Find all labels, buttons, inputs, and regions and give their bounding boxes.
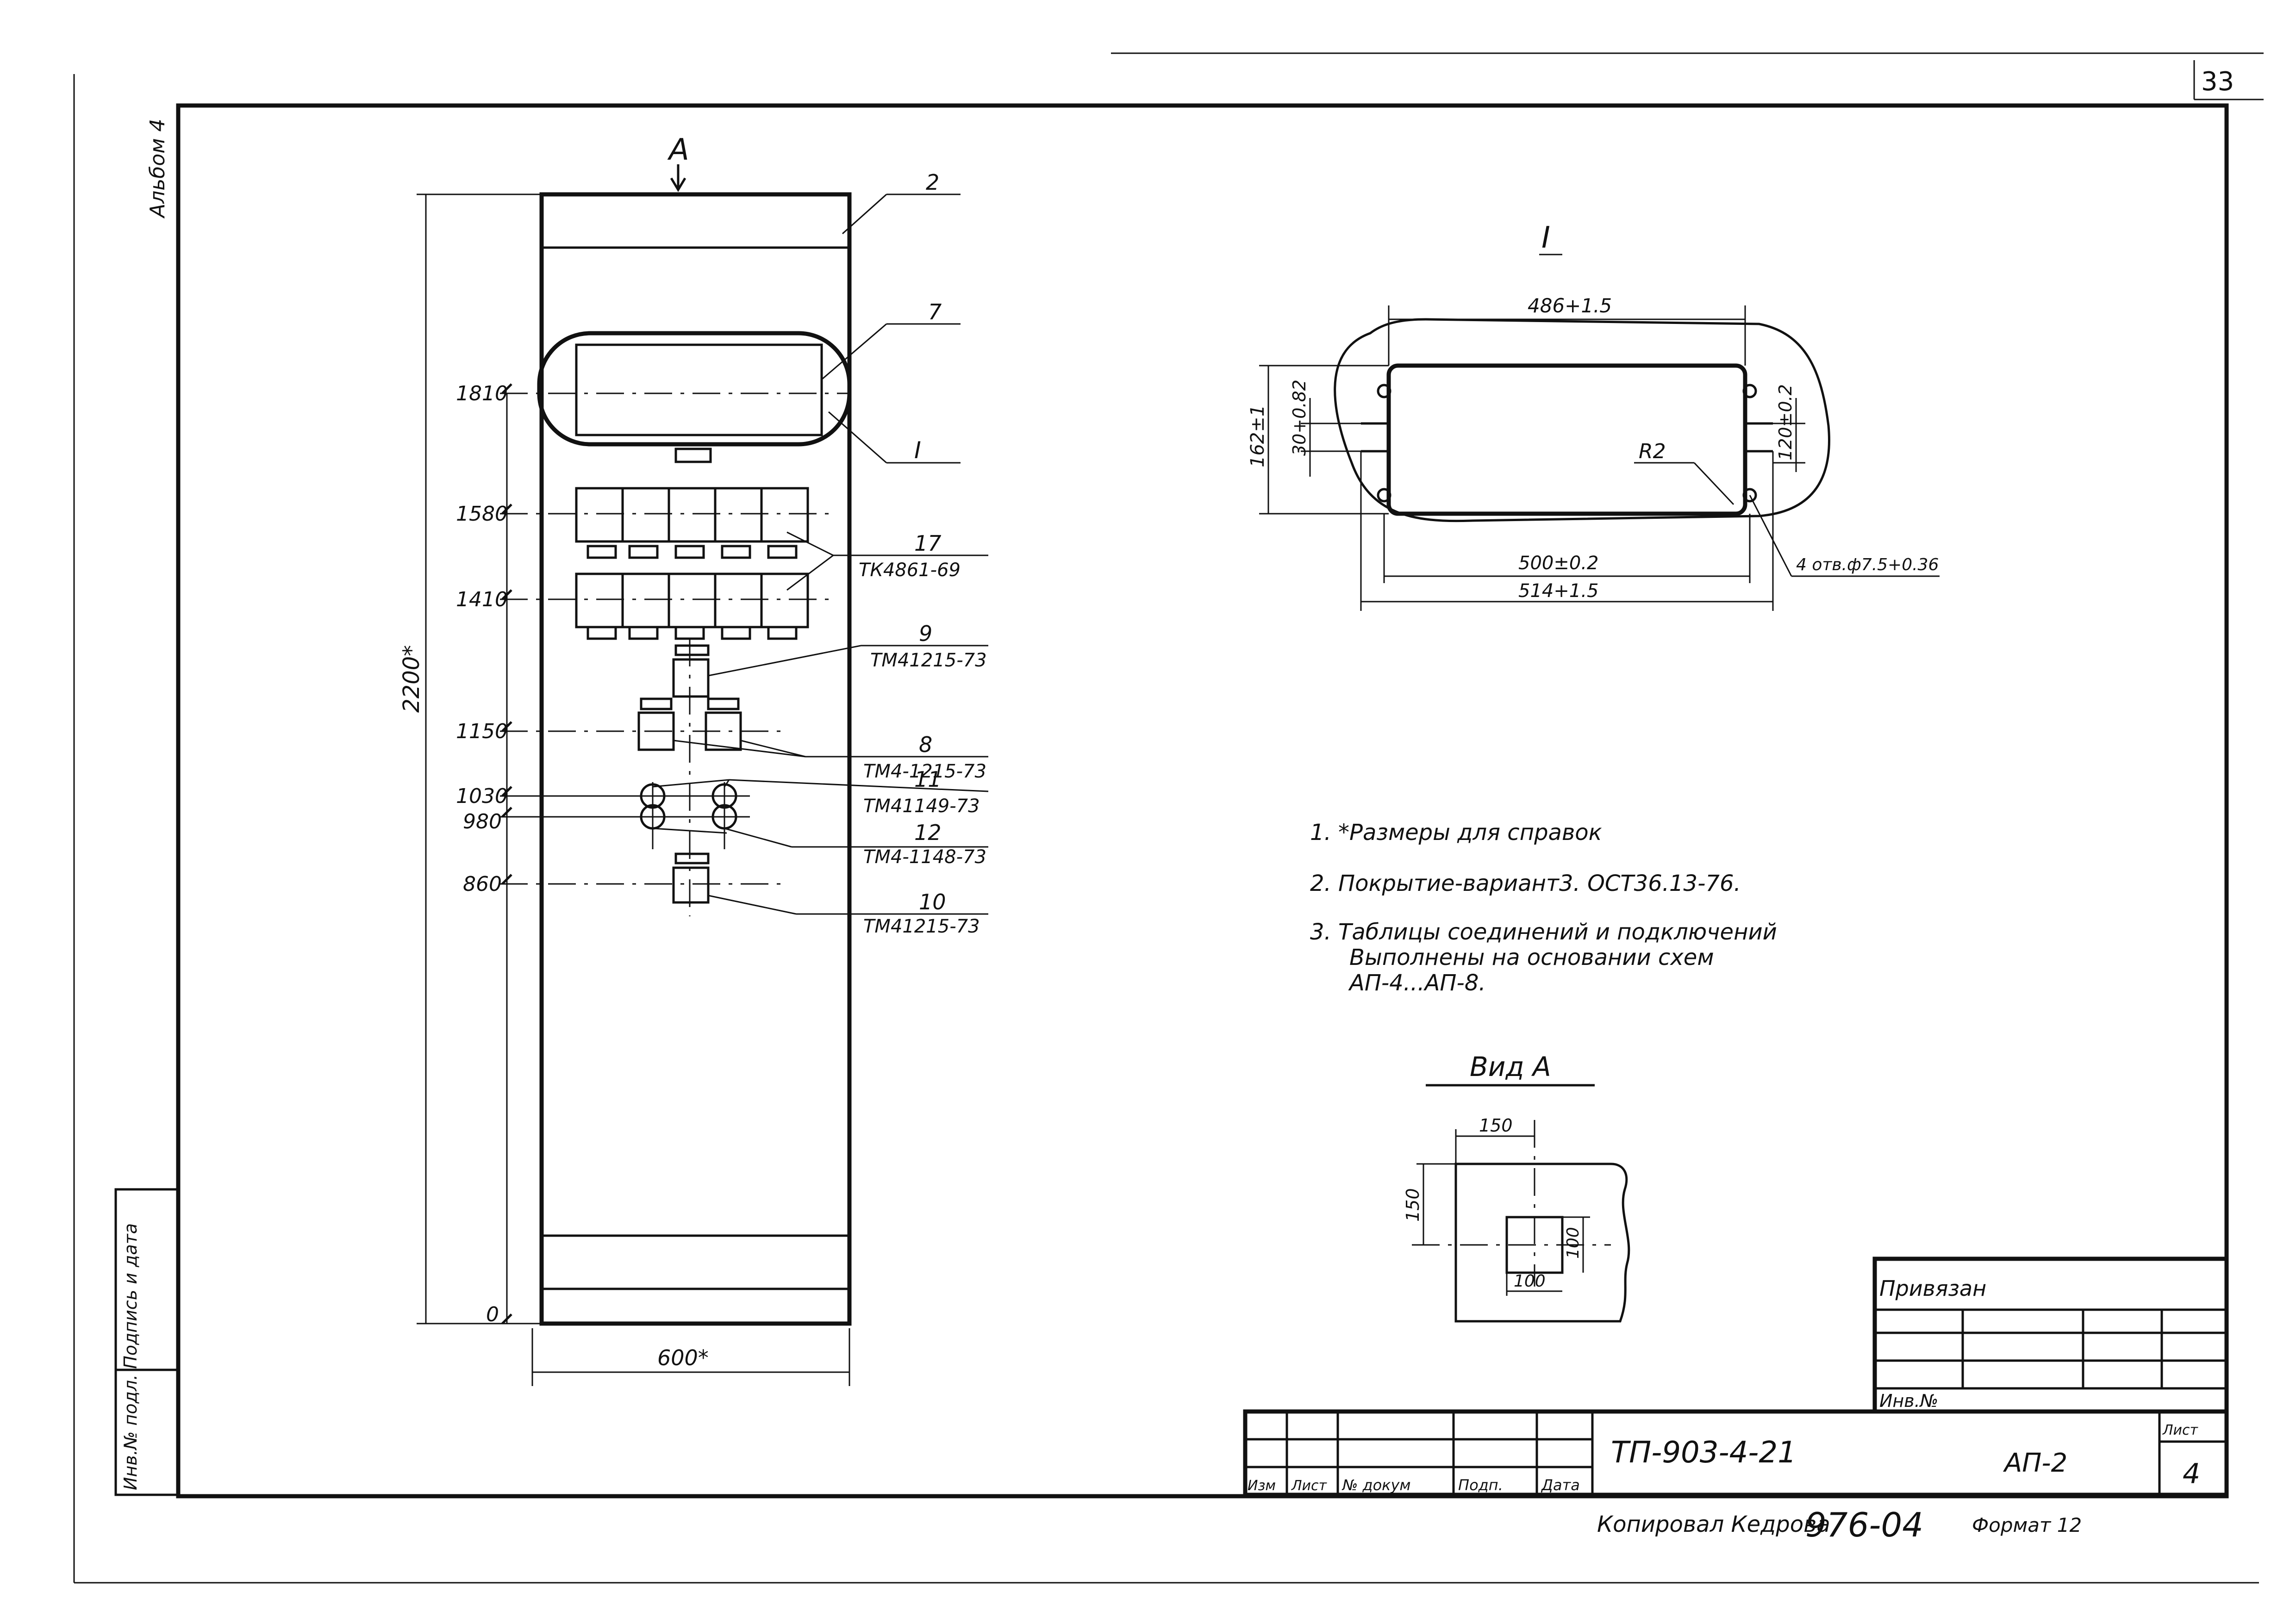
view-a-dim-100-h: 100 — [1514, 1272, 1546, 1291]
cabinet-front-view: А — [399, 133, 852, 1386]
note-1: 1. *Размеры для справок — [1310, 820, 1602, 846]
view-a-title: Вид А — [1470, 1051, 1551, 1082]
view-a-dim-100-v: 100 — [1564, 1227, 1583, 1259]
indicator-row-2 — [500, 572, 829, 640]
title-block: Привязан Инв.№ Изм Лист № докум Подп. Да… — [1243, 1256, 2229, 1497]
level-1030: 1030 — [456, 784, 508, 808]
callout-10: 10 — [919, 889, 946, 914]
view-a: Вид А 150 150 100 100 — [1403, 1051, 1630, 1323]
footer: Копировал Кедрова 976-04 Формат 12 — [1597, 1505, 2082, 1544]
level-1580: 1580 — [456, 502, 508, 526]
stamp-col-doc: № докум — [1341, 1476, 1411, 1494]
callout-12: 12 — [914, 820, 942, 845]
callout-8-spec: ТМ4-1215-73 — [863, 761, 986, 782]
callout-7: 7 — [928, 299, 942, 324]
detail-i-title: I — [1541, 221, 1550, 255]
level-marks — [501, 383, 512, 1325]
stamp-privyazan: Привязан — [1879, 1276, 1986, 1301]
dim-holes: 4 отв.ф7.5+0.36 — [1796, 555, 1939, 574]
indicator-row-1 — [500, 487, 829, 559]
stamp-col-sign: Подп. — [1458, 1476, 1503, 1494]
callout-8: 8 — [919, 732, 932, 757]
level-1410: 1410 — [456, 588, 508, 611]
stamp-list-no: 4 — [2183, 1458, 2200, 1490]
instrument-10 — [672, 866, 710, 904]
height-dimension: 2200* — [399, 645, 424, 713]
notes: 1. *Размеры для справок 2. Покрытие-вари… — [1310, 820, 1777, 996]
display-window — [537, 331, 852, 447]
callout-12-spec: ТМ4-1148-73 — [863, 846, 986, 868]
note-2: 2. Покрытие-вариант3. ОСТ36.13-76. — [1310, 871, 1741, 896]
page-number: 33 — [2201, 67, 2234, 97]
callout-i: I — [914, 437, 921, 464]
stamp-col-izm: Изм — [1248, 1478, 1276, 1494]
level-860: 860 — [463, 872, 502, 896]
dim-height-outer: 162±1 — [1247, 405, 1268, 467]
stamp-sheet-code: АП-2 — [2003, 1448, 2067, 1478]
stamp-col-list: Лист — [1291, 1478, 1328, 1494]
dim-height-inner: 120±0.2 — [1775, 384, 1796, 460]
footer-order: 976-04 — [1805, 1505, 1923, 1544]
level-1810: 1810 — [456, 382, 508, 405]
callout-11: 11 — [914, 767, 942, 792]
callout-11-spec: ТМ41149-73 — [863, 796, 980, 817]
callout-9-spec: ТМ41215-73 — [870, 650, 987, 671]
callout-17: 17 — [914, 531, 942, 556]
dim-outer-width: 514+1.5 — [1518, 580, 1598, 602]
stamp-list-label: Лист — [2162, 1422, 2199, 1438]
view-a-dim-150-h: 150 — [1479, 1115, 1513, 1136]
dim-radius: R2 — [1639, 440, 1666, 463]
level-0: 0 — [486, 1303, 499, 1326]
stamp-col-date: Дата — [1541, 1476, 1580, 1494]
instrument-9 — [672, 658, 710, 698]
level-1150: 1150 — [456, 720, 508, 743]
sheet-frame — [73, 52, 2264, 1584]
callouts: 2 7 I 17 ТК4861-69 9 ТМ41215-73 8 ТМ4-12… — [652, 170, 989, 937]
callout-9: 9 — [919, 621, 932, 646]
note-3-line-3: АП-4...АП-8. — [1348, 970, 1486, 996]
callout-17-spec: ТК4861-69 — [859, 560, 961, 581]
footer-copied: Копировал Кедрова — [1597, 1511, 1830, 1537]
break-outline — [1334, 318, 1830, 522]
footer-format: Формат 12 — [1972, 1514, 2082, 1536]
width-dimension: 600* — [657, 1345, 709, 1370]
detail-i: I 486+1.5 162±1 30+0.82 120±0.2 — [1247, 221, 1940, 611]
note-3-line-2: Выполнены на основании схем — [1349, 945, 1714, 970]
dim-top: 486+1.5 — [1528, 294, 1612, 317]
stamp-doc-code: ТП-903-4-21 — [1611, 1436, 1797, 1470]
level-980: 980 — [463, 810, 502, 833]
callout-2: 2 — [926, 170, 939, 195]
stamp-inv-no: Инв.№ — [1879, 1391, 1938, 1411]
dim-slot: 30+0.82 — [1289, 379, 1310, 456]
album-label: Альбом 4 — [146, 119, 169, 219]
view-a-dim-150-v: 150 — [1403, 1188, 1423, 1222]
view-a-marker: А — [667, 133, 689, 167]
instrument-8-left — [637, 711, 675, 751]
dim-inner-width: 500±0.2 — [1518, 553, 1598, 574]
inv-label: Инв.№ подл. Подпись и дата — [120, 1223, 141, 1490]
callout-10-spec: ТМ41215-73 — [863, 916, 980, 937]
note-3: 3. Таблицы соединений и подключений — [1310, 919, 1777, 945]
